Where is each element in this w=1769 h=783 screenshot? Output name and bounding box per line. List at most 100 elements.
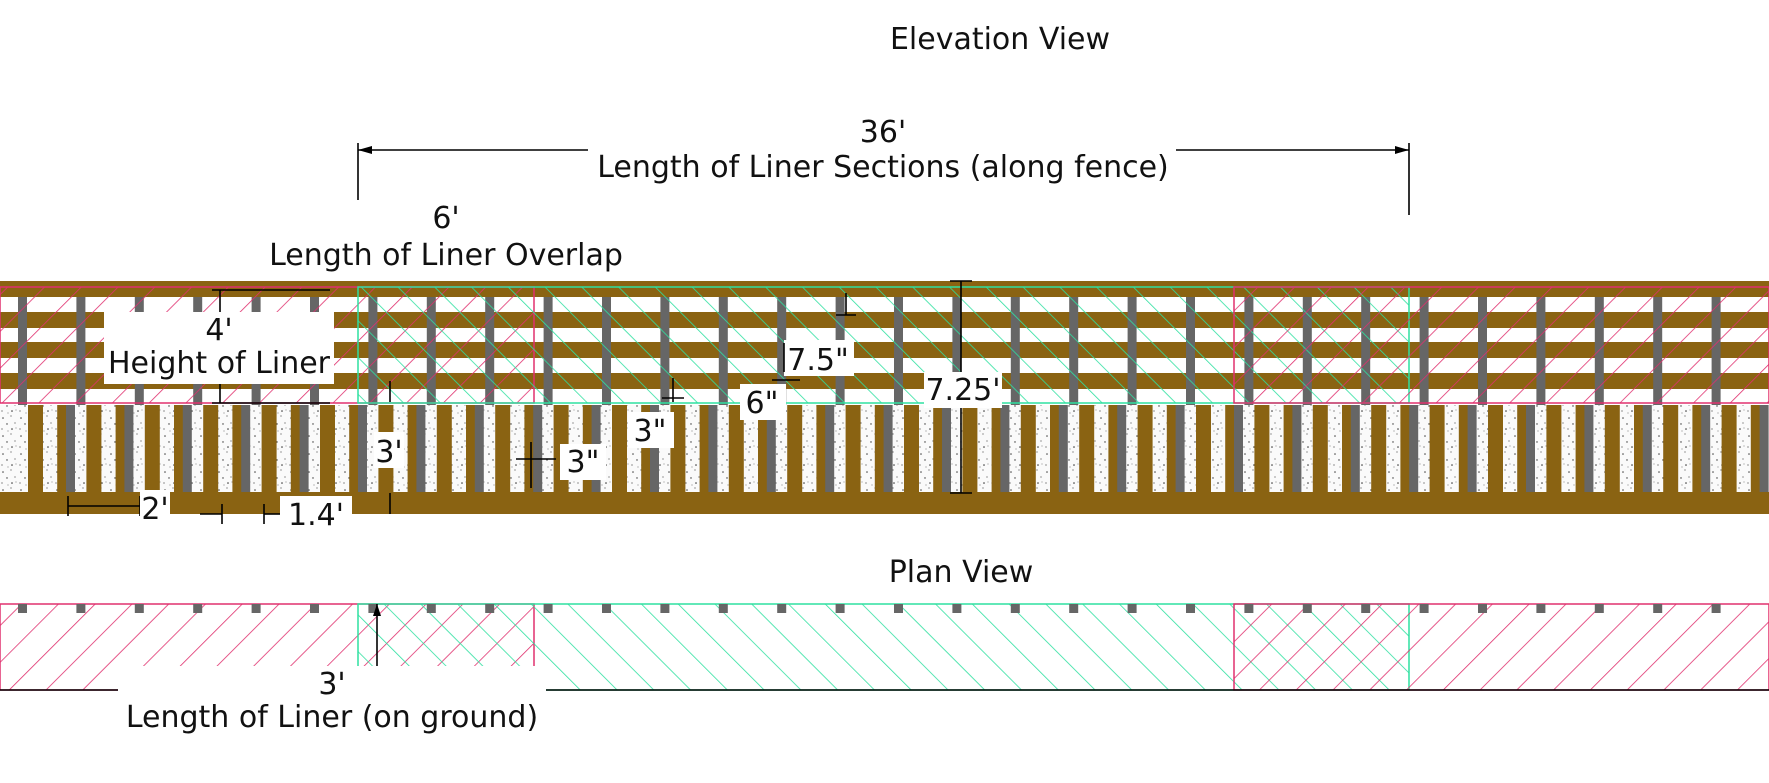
plan-posts <box>18 604 1721 613</box>
lower-slat <box>28 405 43 493</box>
lower-post <box>766 405 776 493</box>
lower-post <box>942 405 951 493</box>
lower-slat <box>495 405 511 493</box>
lower-post <box>1701 405 1711 493</box>
plan-liner-right <box>1233 603 1769 691</box>
plan-post <box>1419 604 1429 613</box>
lower-slat <box>1488 405 1503 493</box>
slat-gap-label-bg <box>560 444 606 480</box>
dimension-annotations: Elevation View Plan View 36' Length of L… <box>67 22 1410 738</box>
post-embed-value: 3' <box>375 435 402 470</box>
lower-slat <box>845 405 861 493</box>
lower-slat <box>1137 405 1153 493</box>
lower-slat <box>86 405 102 493</box>
lower-slat <box>1196 405 1211 493</box>
lower-slat <box>1721 405 1737 493</box>
plan-post <box>952 604 962 613</box>
lower-post <box>1058 405 1068 493</box>
plan-post <box>251 604 261 613</box>
lower-post <box>1175 405 1185 493</box>
plan-post <box>718 604 728 613</box>
section-length-label: Length of Liner Sections (along fence) <box>597 150 1169 185</box>
plan-post <box>1478 604 1487 613</box>
ground-length-value: 3' <box>318 667 345 702</box>
plan-post <box>1244 604 1254 613</box>
lower-post <box>533 405 543 493</box>
board-spacing-label-bg <box>784 340 854 376</box>
elevation-view <box>0 281 1769 514</box>
section-length-arrow-left <box>358 146 372 154</box>
lower-slat <box>1546 405 1562 493</box>
lower-post <box>1584 405 1594 493</box>
plan-post <box>134 604 144 613</box>
bottom-rail <box>0 492 1769 514</box>
lower-slat <box>787 405 803 493</box>
plan-view-title: Plan View <box>889 555 1034 590</box>
lower-post <box>1526 405 1535 493</box>
lower-slat <box>1079 405 1095 493</box>
board-width-value: 6" <box>746 386 779 421</box>
lower-post <box>1409 405 1419 493</box>
post-gap-value: 1.4' <box>288 498 344 533</box>
lower-slat <box>904 405 919 493</box>
slat-width-value: 3" <box>634 414 667 449</box>
lower-post <box>1759 405 1769 493</box>
plan-post <box>894 604 903 613</box>
lower-post <box>1350 405 1360 493</box>
lower-post <box>1000 405 1010 493</box>
lower-post <box>241 405 251 493</box>
post-gap-label-bg <box>280 496 352 532</box>
lower-slat <box>144 405 160 493</box>
lower-post <box>708 405 718 493</box>
lower-slat <box>1663 405 1679 493</box>
lower-post <box>1117 405 1127 493</box>
lower-slat <box>1020 405 1036 493</box>
plan-post <box>1302 604 1312 613</box>
plan-post <box>76 604 86 613</box>
lower-post <box>1642 405 1652 493</box>
plan-post <box>543 604 553 613</box>
lower-post <box>650 405 659 493</box>
liner-height-label: Height of Liner <box>108 346 331 381</box>
lower-slat <box>1604 405 1620 493</box>
lower-slat <box>261 405 277 493</box>
plan-post <box>1536 604 1546 613</box>
ground-length-label: Length of Liner (on ground) <box>126 700 538 735</box>
board-width-label-bg <box>740 384 786 420</box>
plan-post <box>310 604 319 613</box>
post-spacing-label-bg <box>140 490 170 526</box>
plan-post <box>368 604 378 613</box>
liner-section-right <box>1233 286 1769 404</box>
plan-post <box>1361 604 1371 613</box>
overall-height-label-bg <box>924 372 1002 408</box>
plan-post <box>193 604 203 613</box>
lower-post <box>825 405 835 493</box>
plan-post <box>426 604 436 613</box>
post-embed-label-bg <box>374 432 404 468</box>
plan-post <box>602 604 611 613</box>
overlap-value: 6' <box>432 201 459 236</box>
lower-post <box>182 405 192 493</box>
section-length-value: 36' <box>860 115 906 150</box>
plan-post <box>835 604 845 613</box>
plan-post <box>1186 604 1195 613</box>
plan-post <box>660 604 670 613</box>
plan-post <box>1127 604 1137 613</box>
section-length-arrow-right <box>1395 146 1409 154</box>
lower-slat <box>436 405 452 493</box>
lower-slat <box>1371 405 1387 493</box>
lower-slat <box>1429 405 1445 493</box>
lower-post <box>1234 405 1243 493</box>
lower-slat <box>962 405 978 493</box>
plan-post <box>1010 604 1020 613</box>
ground-length-label-bg <box>118 666 546 738</box>
elevation-view-title: Elevation View <box>890 22 1110 57</box>
liner-height-label-bg <box>104 312 334 384</box>
lower-post <box>299 405 309 493</box>
lower-slat <box>320 405 335 493</box>
overall-height-value: 7.25' <box>925 373 1000 408</box>
plan-post <box>1653 604 1663 613</box>
slat-gap-value: 3" <box>567 445 600 480</box>
lower-post <box>474 405 484 493</box>
